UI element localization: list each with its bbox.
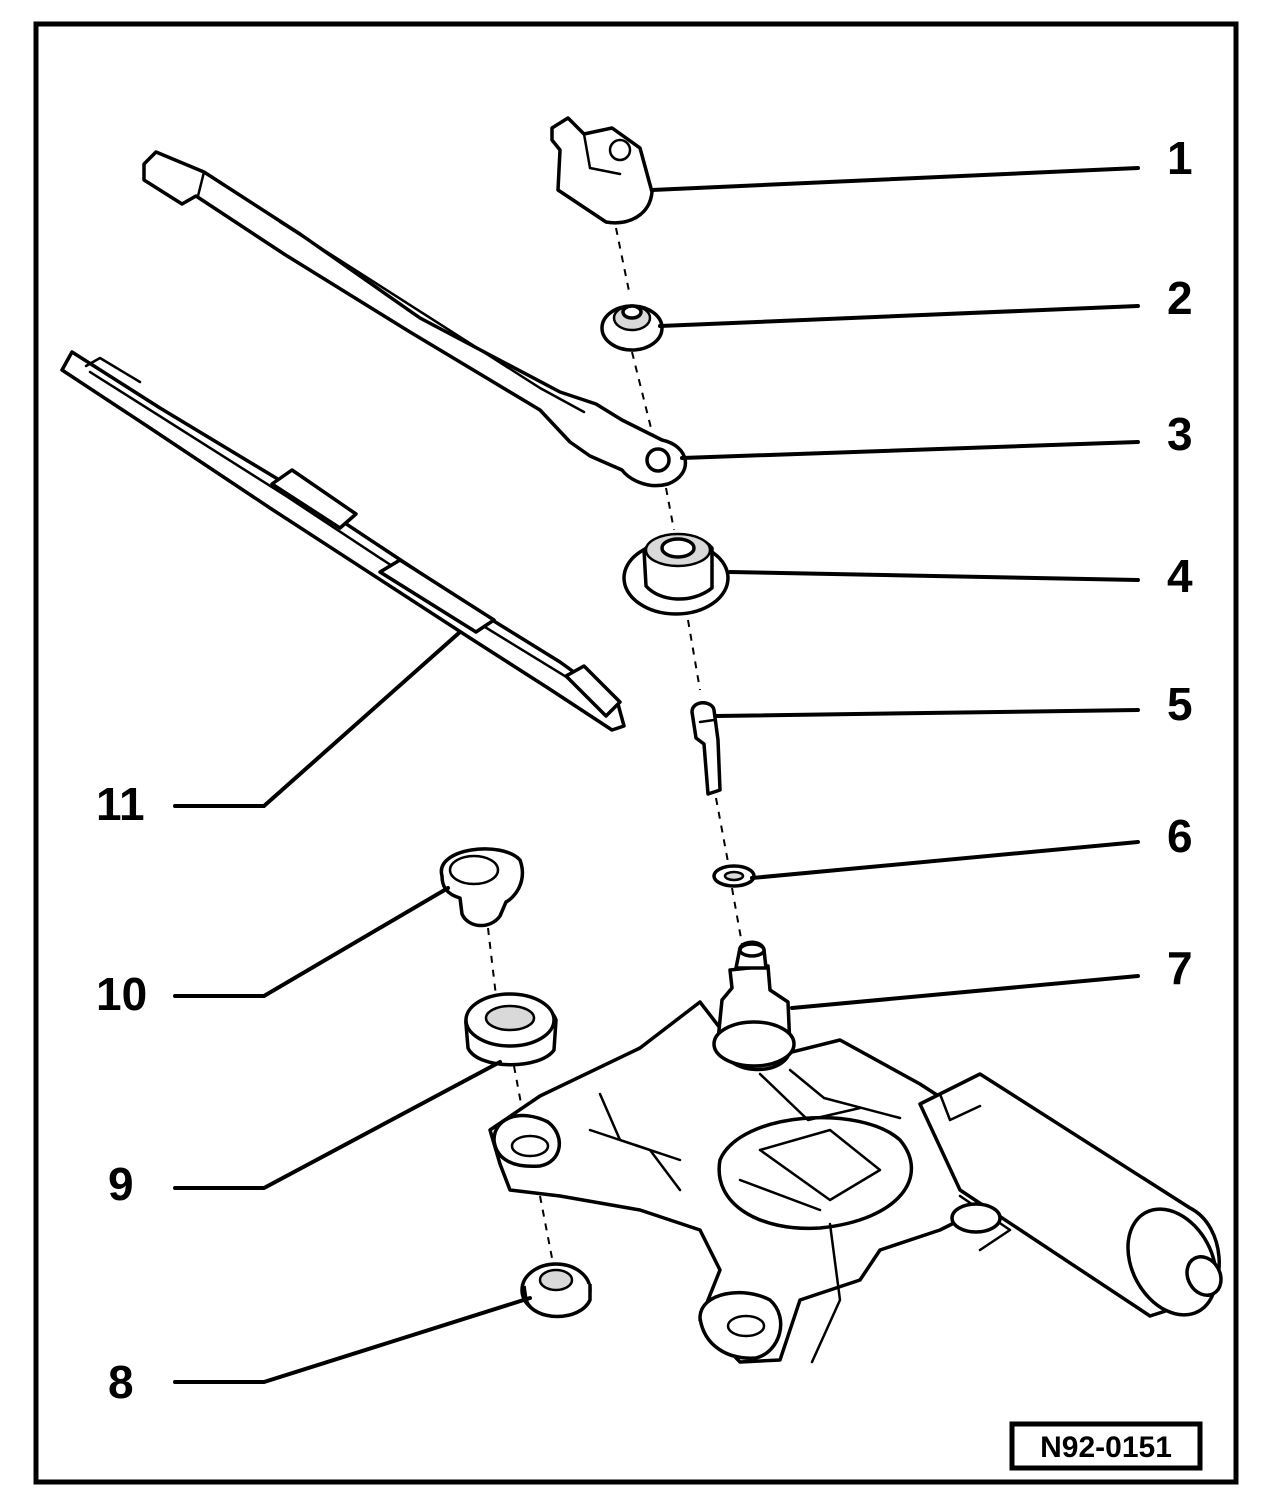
wiper-motor-part-7 (488, 940, 1223, 1364)
callout-5: 5 (1167, 678, 1193, 730)
callout-8: 8 (108, 1356, 134, 1408)
grommet-part-9 (464, 992, 558, 1067)
callout-4: 4 (1167, 550, 1193, 602)
pin-part-5 (690, 701, 722, 796)
wiper-blade-part-11 (60, 350, 626, 732)
callout-10: 10 (96, 968, 147, 1020)
reference-code-box: N92-0151 (1009, 1421, 1203, 1471)
assembly-axes (487, 227, 743, 1259)
nut-part-2 (600, 304, 664, 352)
cap-part-1 (550, 116, 654, 225)
bushing-part-4 (622, 532, 730, 616)
cap-part-10 (439, 847, 525, 928)
callout-2: 2 (1167, 272, 1193, 324)
callout-1: 1 (1167, 132, 1193, 184)
washer-part-6 (712, 864, 756, 888)
callout-labels: 1 2 3 4 5 6 7 8 9 10 11 (96, 132, 1193, 1408)
callout-9: 9 (108, 1158, 134, 1210)
nut-part-8 (520, 1262, 592, 1319)
reference-code: N92-0151 (1040, 1431, 1172, 1464)
callout-7: 7 (1167, 942, 1193, 994)
callout-3: 3 (1167, 408, 1193, 460)
callout-11: 11 (96, 778, 145, 830)
callout-6: 6 (1167, 810, 1193, 862)
diagram-frame (33, 21, 1239, 1485)
leader-lines (173, 166, 1140, 1384)
wiper-arm-part-3 (142, 150, 687, 488)
